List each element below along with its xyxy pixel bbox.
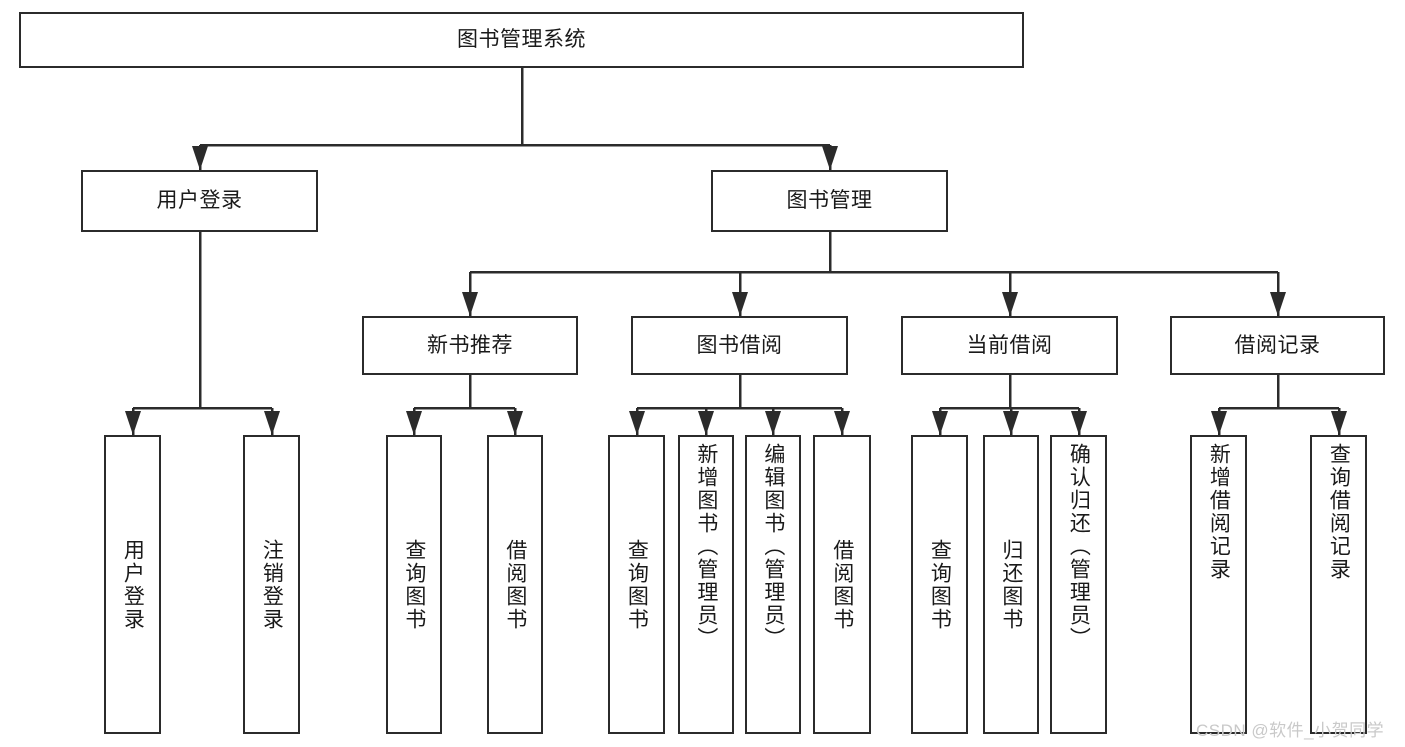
- connector-arrowhead: [698, 411, 714, 435]
- connector-arrowhead: [1003, 411, 1019, 435]
- node-leaf-cur-3: 确认归还（管理员）: [1050, 435, 1107, 734]
- node-label: 借阅图书: [830, 538, 854, 631]
- connector-arrowhead: [1211, 411, 1227, 435]
- node-label: 图书管理系统: [457, 28, 586, 52]
- node-leaf-borrow-3: 编辑图书（管理员）: [745, 435, 801, 734]
- node-label: 新增借阅记录: [1207, 443, 1231, 581]
- node-login: 用户登录: [81, 170, 318, 232]
- node-leaf-borrow-4: 借阅图书: [813, 435, 871, 734]
- node-label: 新增图书（管理员）: [694, 443, 718, 650]
- node-label: 查询图书: [928, 538, 952, 631]
- connector-arrowhead: [932, 411, 948, 435]
- connector-arrowhead: [507, 411, 523, 435]
- node-label: 编辑图书（管理员）: [761, 443, 785, 650]
- connector-arrowhead: [406, 411, 422, 435]
- node-label: 借阅记录: [1234, 333, 1321, 357]
- node-leaf-cur-1: 查询图书: [911, 435, 968, 734]
- connector-arrowhead: [765, 411, 781, 435]
- connector-arrowhead: [1331, 411, 1347, 435]
- node-label: 归还图书: [999, 538, 1023, 631]
- node-label: 新书推荐: [427, 333, 513, 357]
- node-label: 用户登录: [121, 538, 145, 631]
- connector-arrowhead: [192, 146, 208, 170]
- connector-arrowhead: [732, 292, 748, 316]
- connector-arrowhead: [1002, 292, 1018, 316]
- connector-arrowhead: [834, 411, 850, 435]
- connector-arrowhead: [125, 411, 141, 435]
- node-leaf-new-1: 查询图书: [386, 435, 442, 734]
- connector-arrowhead: [629, 411, 645, 435]
- node-leaf-new-2: 借阅图书: [487, 435, 543, 734]
- node-leaf-cur-2: 归还图书: [983, 435, 1039, 734]
- connector-arrowhead: [822, 146, 838, 170]
- node-label: 查询借阅记录: [1327, 443, 1351, 581]
- node-label: 查询图书: [402, 538, 426, 631]
- node-records: 借阅记录: [1170, 316, 1385, 375]
- node-borrow: 图书借阅: [631, 316, 848, 375]
- node-leaf-login-1: 用户登录: [104, 435, 161, 734]
- node-label: 注销登录: [260, 538, 284, 631]
- node-leaf-rec-1: 新增借阅记录: [1190, 435, 1247, 734]
- node-newbook: 新书推荐: [362, 316, 578, 375]
- node-label: 图书借阅: [696, 333, 783, 357]
- node-label: 用户登录: [156, 189, 243, 213]
- node-label: 借阅图书: [503, 538, 527, 631]
- node-label: 当前借阅: [966, 333, 1053, 357]
- connector-arrowhead: [1270, 292, 1286, 316]
- node-current: 当前借阅: [901, 316, 1118, 375]
- node-leaf-rec-2: 查询借阅记录: [1310, 435, 1367, 734]
- node-bookmgmt: 图书管理: [711, 170, 948, 232]
- node-leaf-borrow-1: 查询图书: [608, 435, 665, 734]
- node-leaf-login-2: 注销登录: [243, 435, 300, 734]
- node-label: 确认归还（管理员）: [1067, 443, 1091, 650]
- connector-arrowhead: [462, 292, 478, 316]
- connector-arrowhead: [264, 411, 280, 435]
- node-root: 图书管理系统: [19, 12, 1024, 68]
- node-leaf-borrow-2: 新增图书（管理员）: [678, 435, 734, 734]
- connector-arrowhead: [1071, 411, 1087, 435]
- node-label: 图书管理: [786, 189, 873, 213]
- node-label: 查询图书: [625, 538, 649, 631]
